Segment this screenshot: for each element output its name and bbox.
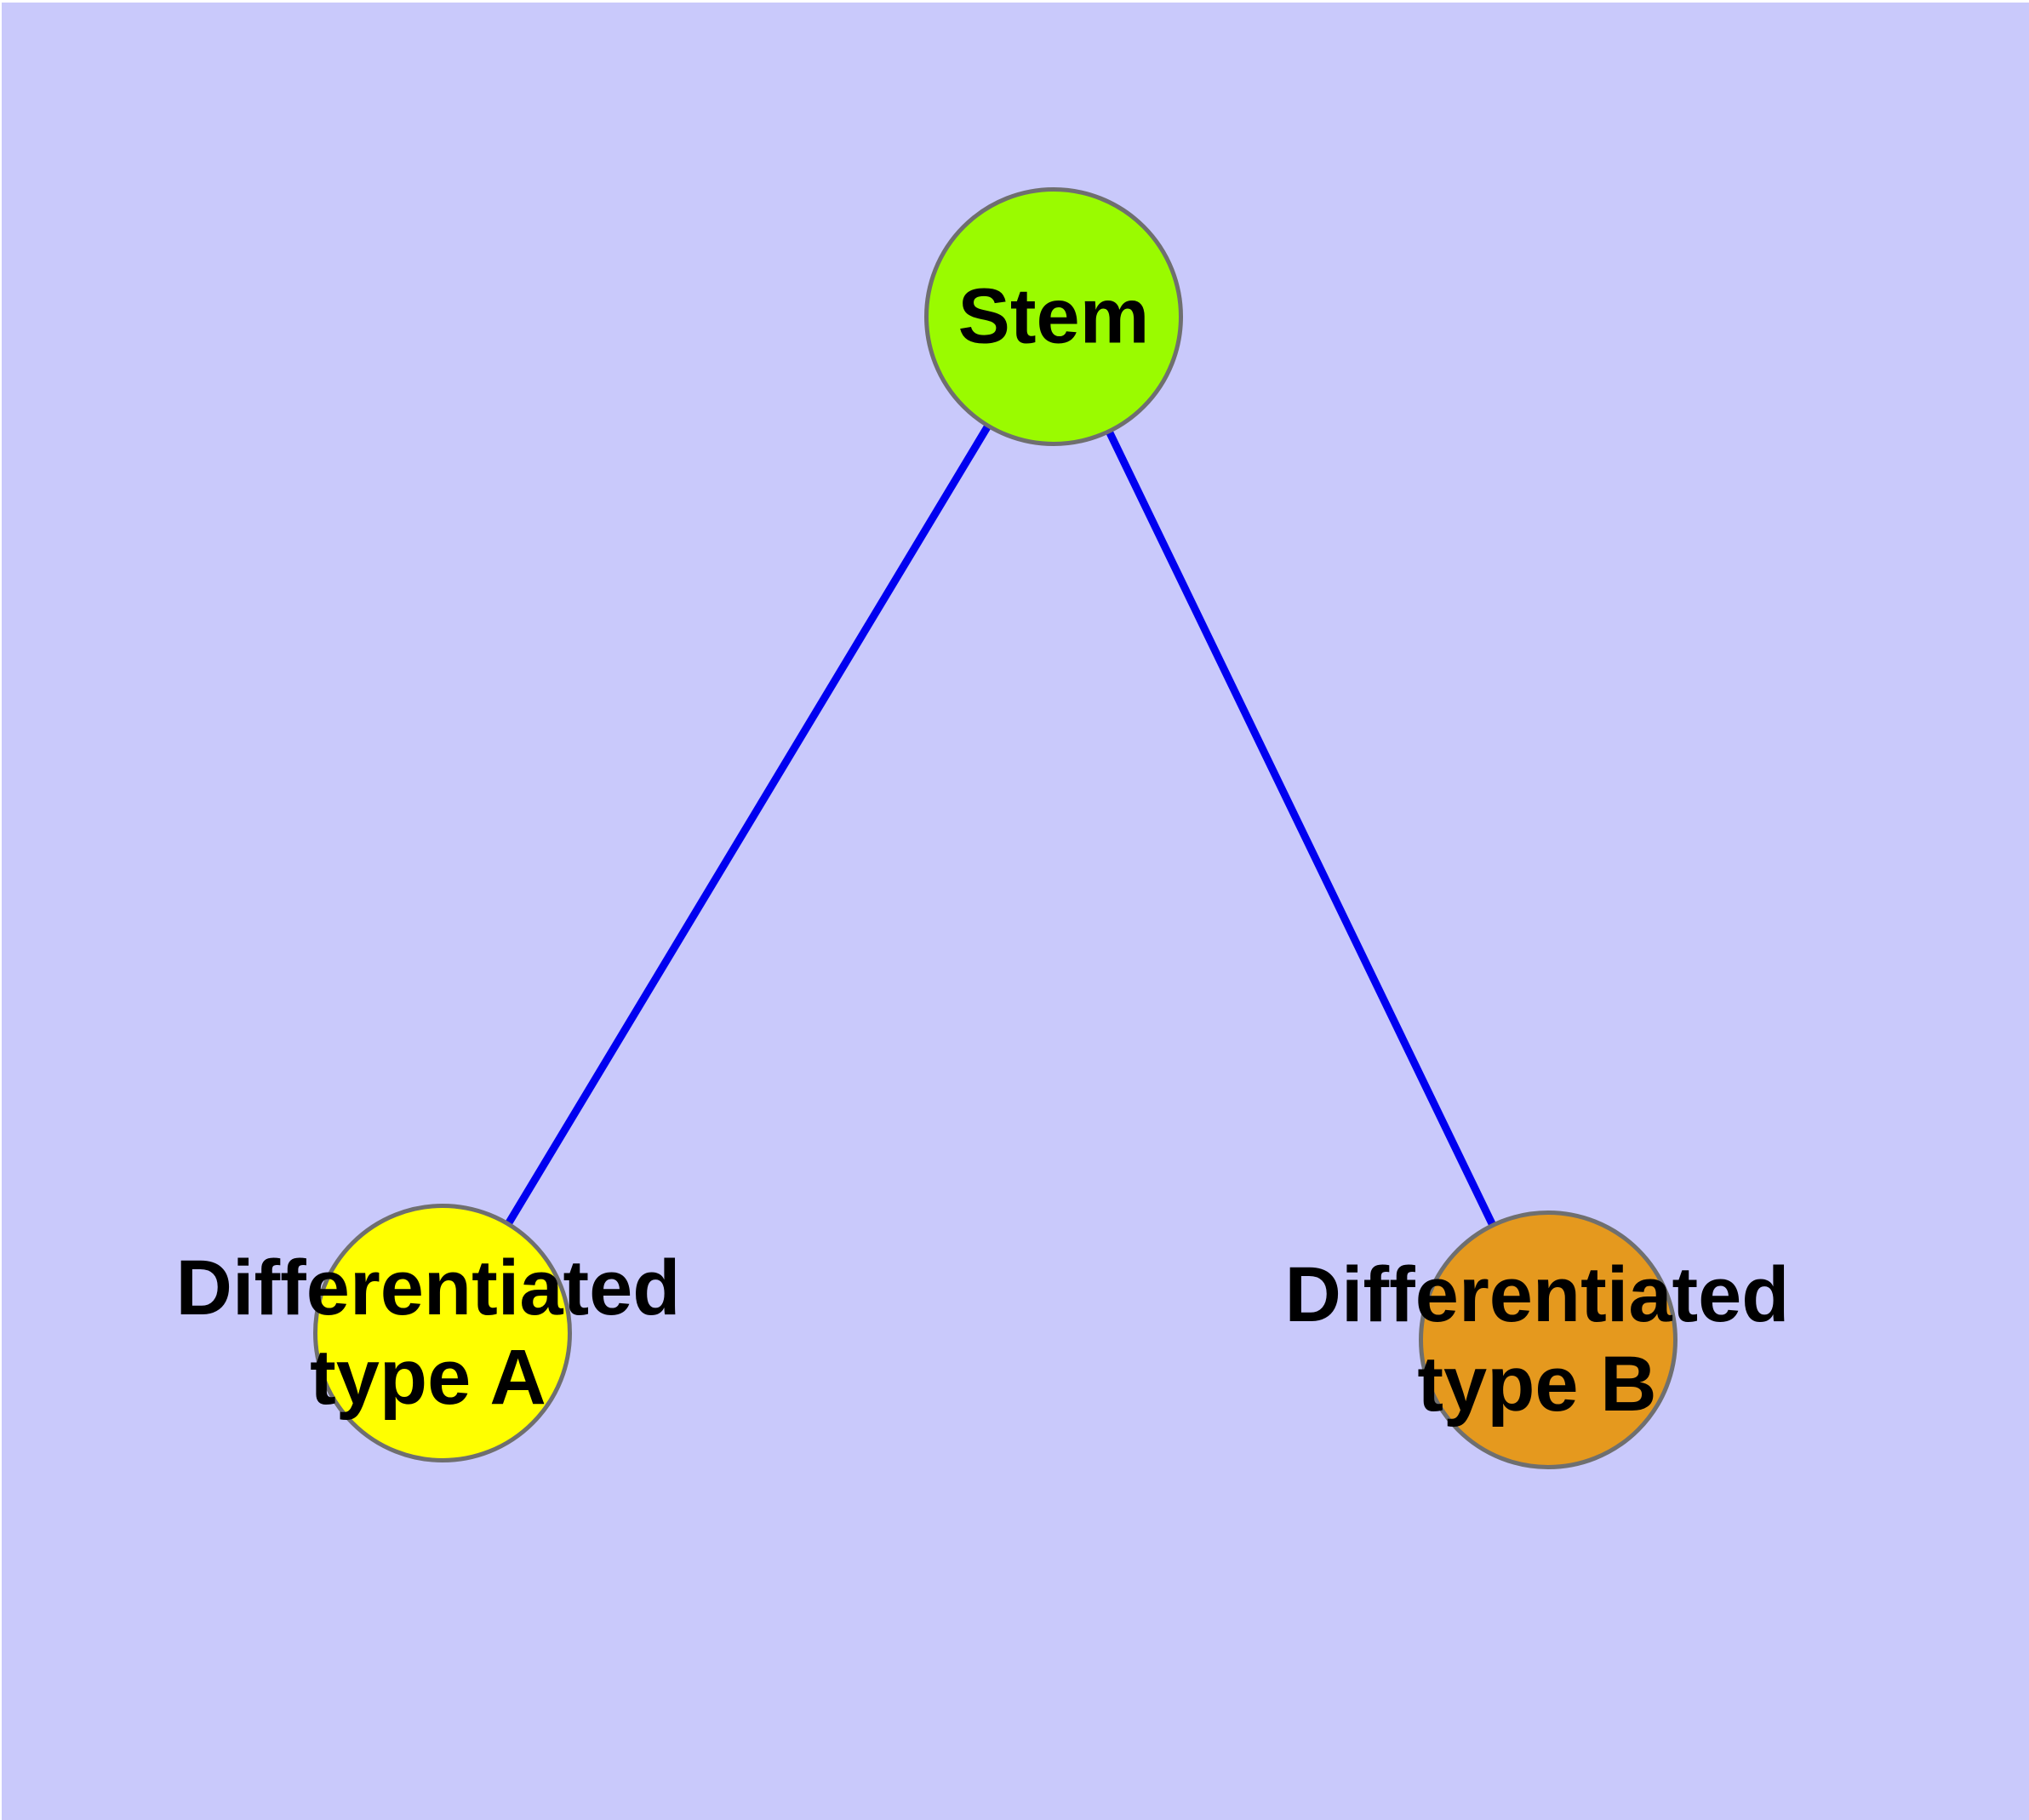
node-label-stem: Stem [958, 272, 1150, 362]
edge-stem-to-type-a [439, 314, 1057, 1336]
node-label-differentiated-type-b: Differentiated type B [1285, 1251, 1790, 1429]
node-label-line: Stem [957, 272, 1150, 360]
node-label-line: Differentiated [175, 1245, 681, 1331]
node-label-line: type B [1417, 1341, 1657, 1428]
plot-frame-edge-top [0, 0, 2029, 3]
edge-stem-to-type-b [1049, 315, 1552, 1342]
node-label-line: Differentiated [1284, 1251, 1790, 1338]
node-differentiated-type-a [313, 1204, 572, 1462]
node-label-differentiated-type-a: Differentiated type A [176, 1244, 681, 1422]
node-stem [924, 187, 1183, 446]
node-label-line: type A [310, 1334, 546, 1421]
node-differentiated-type-b [1419, 1210, 1677, 1469]
plot-frame-edge-left [0, 0, 2, 1820]
